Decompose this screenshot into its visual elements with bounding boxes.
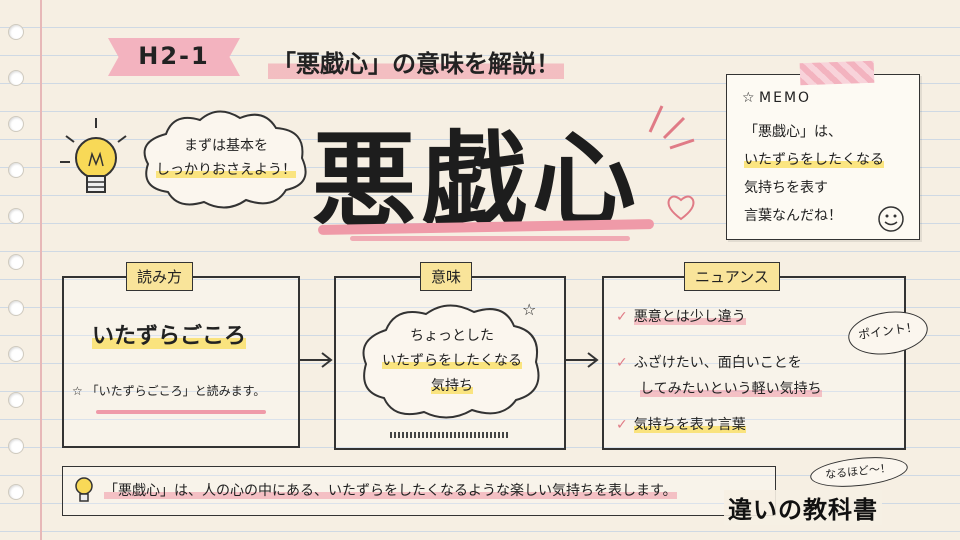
summary-text: 「悪戯心」は、人の心の中にある、いたずらをしたくなるような楽しい気持ちを表します… [104, 483, 677, 499]
binder-hole [8, 392, 24, 408]
check-icon: ✓ [616, 417, 628, 433]
cloud-left-line2: しっかりおさえよう！ [156, 162, 296, 178]
binder-hole [8, 70, 24, 86]
page-title: 「悪戯心」の意味を解説！ [268, 44, 564, 79]
memo-tape [799, 60, 875, 86]
imi-line1: ちょっとした [410, 328, 494, 344]
nuance-item3-text: 気持ちを表す言葉 [633, 417, 746, 433]
nuance-item2b-text: してみたいという軽い気持ち [640, 381, 822, 397]
memo-line4: 言葉なんだね！ [744, 208, 842, 224]
cloud-left-text: まずは基本を しっかりおさえよう！ [154, 134, 298, 182]
yomikata-reading-wrap: いたずらごころ [92, 318, 247, 350]
binder-hole [8, 24, 24, 40]
yomikata-box [62, 276, 300, 448]
main-word-underline-2 [350, 236, 630, 241]
lightbulb-icon [60, 118, 127, 193]
memo-line1: 「悪戯心」は、 [744, 124, 842, 140]
section-number: H2-1 [138, 42, 210, 70]
imi-tab: 意味 [420, 262, 473, 291]
nuance-item3: ✓ 気持ちを表す言葉 [616, 414, 746, 434]
summary-wrap: 「悪戯心」は、人の心の中にある、いたずらをしたくなるような楽しい気持ちを表します… [104, 480, 724, 500]
yomikata-note: 「いたずらごころ」と読みます。 [86, 384, 266, 398]
cloud-left-line1: まずは基本を [184, 138, 268, 154]
check-icon: ✓ [616, 309, 628, 325]
nuance-item1: ✓ 悪意とは少し違う [616, 306, 746, 326]
binder-hole [8, 484, 24, 500]
star-icon: ☆ [742, 90, 755, 106]
memo-line3: 気持ちを表す [744, 180, 828, 196]
heart-icon [667, 195, 695, 221]
binder-hole [8, 162, 24, 178]
imi-line2: いたずらをしたくなる [382, 353, 522, 369]
star-icon: ☆ [522, 300, 537, 319]
binder-hole [8, 300, 24, 316]
memo-label: MEMO [759, 90, 812, 106]
site-logo: 違いの教科書 [724, 490, 882, 525]
memo-header: ☆ MEMO [742, 90, 811, 106]
yomikata-underline [96, 410, 266, 414]
binder-hole [8, 208, 24, 224]
binder-hole [8, 346, 24, 362]
speech-cloud-left [143, 110, 307, 209]
binder-hole [8, 254, 24, 270]
yomikata-note-wrap: ☆ 「いたずらごころ」と読みます。 [72, 382, 265, 399]
memo-body: 「悪戯心」は、 いたずらをしたくなる 気持ちを表す 言葉なんだね！ [744, 118, 884, 230]
arrow-right-icon [300, 352, 333, 368]
margin-line [40, 0, 42, 540]
imi-line3: 気持ち [431, 378, 473, 394]
binder-hole [8, 116, 24, 132]
sparkle-lines-icon [648, 105, 695, 150]
binder-hole [8, 438, 24, 454]
yomikata-reading: いたずらごころ [92, 324, 247, 349]
yomikata-tab: 読み方 [126, 262, 194, 291]
imi-text: ちょっとした いたずらをしたくなる 気持ち [370, 324, 534, 399]
nuance-tab: ニュアンス [684, 262, 780, 291]
nuance-item2a-text: ふざけたい、面白いことを [633, 355, 802, 371]
lightbulb-small-icon [75, 477, 93, 502]
nuance-item2: ✓ ふざけたい、面白いことを してみたいという軽い気持ち [616, 350, 822, 402]
imi-scribble [390, 432, 508, 438]
nuance-item1-text: 悪意とは少し違う [633, 309, 746, 325]
memo-line2: いたずらをしたくなる [744, 152, 884, 168]
check-icon: ✓ [616, 355, 628, 371]
smiley-icon [878, 206, 904, 232]
arrow-right-icon [566, 352, 599, 368]
section-badge [108, 38, 240, 76]
star-icon: ☆ [72, 384, 83, 398]
